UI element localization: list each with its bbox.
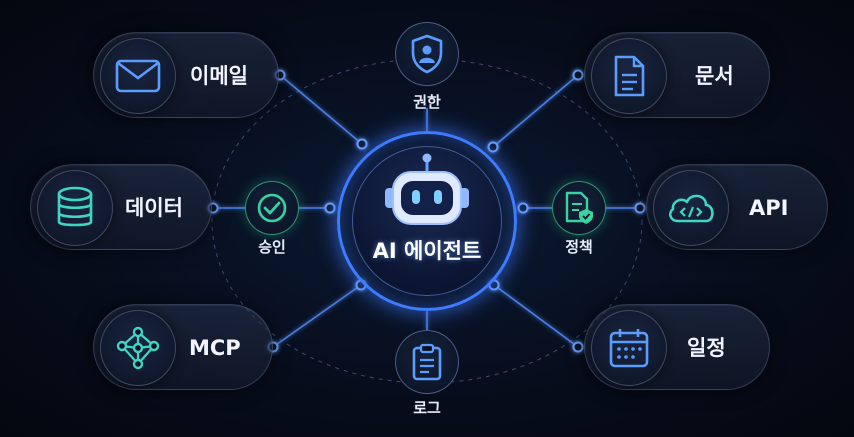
calendar-icon — [608, 327, 650, 369]
control-permission-label: 권한 — [413, 93, 441, 111]
source-data-label: 데이터 — [125, 196, 183, 220]
document-icon — [612, 55, 646, 97]
source-schedule[interactable]: 일정 — [584, 304, 770, 390]
dot-api-inner — [517, 202, 529, 214]
shield-user-icon — [410, 34, 444, 74]
cloud-code-icon — [666, 189, 716, 227]
wire-mcp — [272, 284, 362, 348]
source-schedule-label: 일정 — [687, 336, 726, 360]
wire-schedule — [493, 284, 579, 348]
wire-document — [492, 74, 579, 148]
control-log-label: 로그 — [413, 399, 441, 417]
dot-sched-outer — [572, 341, 584, 353]
dot-email-inner — [356, 138, 368, 150]
robot-icon — [381, 152, 473, 232]
dot-data-inner — [324, 202, 336, 214]
clipboard-icon — [411, 343, 443, 381]
control-policy-label: 정책 — [565, 238, 593, 256]
control-log[interactable] — [395, 330, 459, 394]
source-api-label: API — [749, 196, 789, 220]
database-icon — [55, 186, 95, 230]
dot-doc-outer — [572, 69, 584, 81]
dot-doc-inner — [487, 141, 499, 153]
network-icon — [115, 326, 161, 370]
control-approval-label: 승인 — [258, 238, 286, 256]
source-document[interactable]: 문서 — [584, 32, 770, 118]
wire-email — [279, 74, 363, 145]
control-permission[interactable] — [395, 22, 459, 86]
source-document-label: 문서 — [695, 64, 734, 88]
mail-icon — [115, 59, 161, 93]
source-email[interactable]: 이메일 — [93, 32, 279, 118]
policy-document-icon — [563, 191, 595, 225]
control-approval[interactable] — [245, 181, 299, 235]
source-api[interactable]: API — [646, 164, 828, 250]
agent-hub-title: AI 에이전트 — [372, 239, 482, 263]
control-policy[interactable] — [552, 181, 606, 235]
dot-api-outer — [634, 202, 646, 214]
source-email-label: 이메일 — [190, 64, 248, 88]
check-circle-icon — [256, 192, 288, 224]
source-mcp-label: MCP — [189, 336, 241, 360]
source-mcp[interactable]: MCP — [93, 304, 273, 390]
source-data[interactable]: 데이터 — [30, 164, 212, 250]
